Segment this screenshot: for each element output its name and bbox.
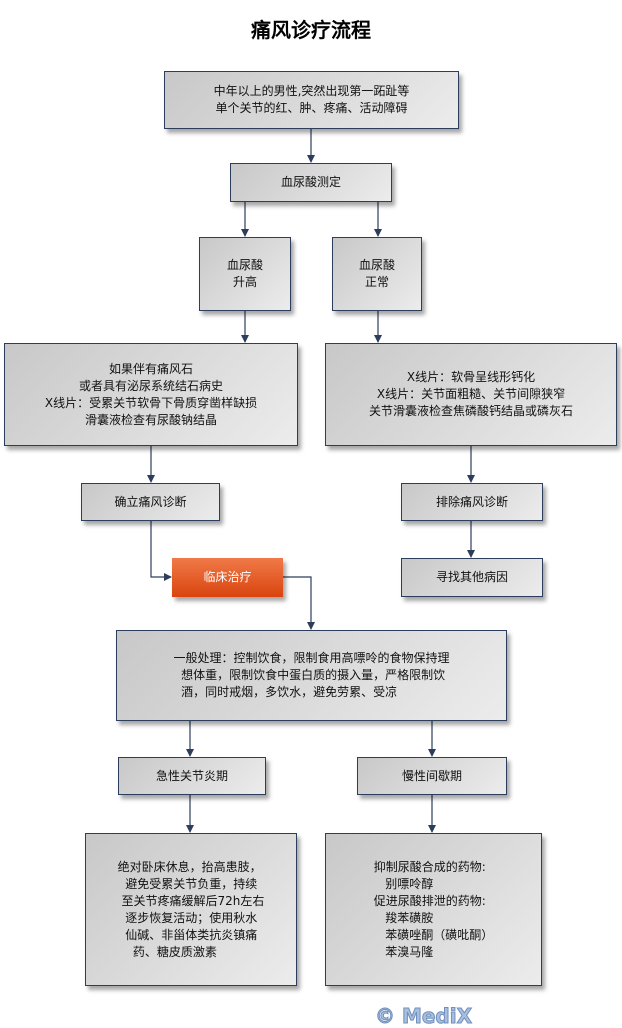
node-exclude-diagnosis: 排除痛风诊断 xyxy=(401,483,543,521)
node-text: 急性关节炎期 xyxy=(155,768,228,783)
node-confirm-diagnosis: 确立痛风诊断 xyxy=(81,483,220,521)
diagram-title: 痛风诊疗流程 xyxy=(251,18,371,42)
node-text: 如果伴有痛风石 或者具有泌尿系统结石病史 X线片：受累关节软骨下骨质穿凿样缺损 … xyxy=(44,361,258,427)
node-text: 血尿酸 升高 xyxy=(226,258,263,289)
node-text: 确立痛风诊断 xyxy=(114,494,187,509)
node-text: 慢性间歇期 xyxy=(401,768,462,783)
node-normal-findings: X线片：软骨呈线形钙化 X线片：关节面粗糙、关节间隙狭窄 关节滑囊液检查焦磷酸钙… xyxy=(325,343,617,446)
watermark: © MediX xyxy=(374,1004,473,1028)
node-text: 中年以上的男性,突然出现第一跖趾等 单个关节的红、肿、疼痛、活动障碍 xyxy=(213,84,410,115)
node-text: X线片：软骨呈线形钙化 X线片：关节面粗糙、关节间隙狭窄 关节滑囊液检查焦磷酸钙… xyxy=(368,370,573,418)
node-chronic-phase: 慢性间歇期 xyxy=(357,757,507,795)
node-uric-acid-high: 血尿酸 升高 xyxy=(199,237,291,311)
node-chronic-treatment: 抑制尿酸合成的药物: 别嘌呤醇 促进尿酸排泄的药物: 羧苯磺胺 苯磺唑酮（磺吡酮… xyxy=(325,833,542,986)
node-text: 临床治疗 xyxy=(203,570,252,584)
node-uric-acid-test: 血尿酸测定 xyxy=(230,163,392,202)
node-acute-treatment: 绝对卧床休息，抬高患肢， 避免受累关节负重，持续 至关节疼痛缓解后72h左右 逐… xyxy=(85,833,297,986)
node-text: 绝对卧床休息，抬高患肢， 避免受累关节负重，持续 至关节疼痛缓解后72h左右 逐… xyxy=(117,859,265,959)
arrow xyxy=(283,576,315,630)
node-uric-acid-normal: 血尿酸 正常 xyxy=(332,237,422,311)
node-text: 寻找其他病因 xyxy=(435,570,508,584)
node-text: 抑制尿酸合成的药物: 别嘌呤醇 促进尿酸排泄的药物: 羧苯磺胺 苯磺唑酮（磺吡酮… xyxy=(373,859,494,959)
node-onset: 中年以上的男性,突然出现第一跖趾等 单个关节的红、肿、疼痛、活动障碍 xyxy=(164,71,459,129)
node-acute-phase: 急性关节炎期 xyxy=(118,757,266,795)
node-text: 一般处理：控制饮食，限制食用高嘌呤的食物保持理 想体重，限制饮食中蛋白质的摄入量… xyxy=(173,651,450,699)
node-clinical-treatment: 临床治疗 xyxy=(172,558,283,597)
node-text: 血尿酸 正常 xyxy=(358,258,395,289)
node-text: 血尿酸测定 xyxy=(280,175,341,189)
node-high-findings: 如果伴有痛风石 或者具有泌尿系统结石病史 X线片：受累关节软骨下骨质穿凿样缺损 … xyxy=(4,343,298,446)
node-other-causes: 寻找其他病因 xyxy=(401,558,543,597)
node-text: 排除痛风诊断 xyxy=(435,494,508,509)
arrow xyxy=(150,521,172,581)
node-general-management: 一般处理：控制饮食，限制食用高嘌呤的食物保持理 想体重，限制饮食中蛋白质的摄入量… xyxy=(116,630,507,721)
